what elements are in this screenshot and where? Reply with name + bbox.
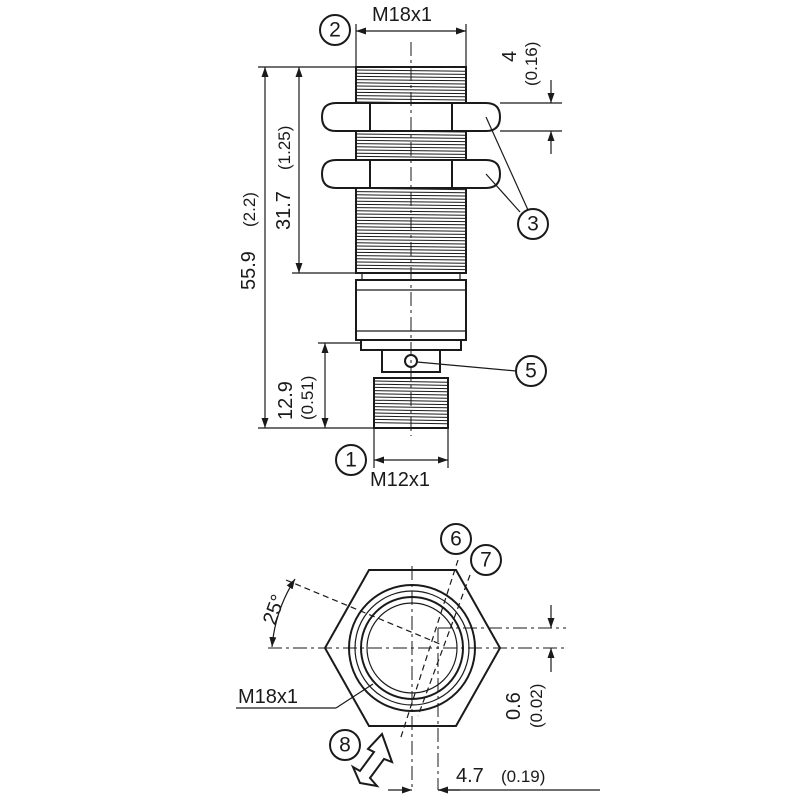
thread-line [356, 255, 466, 258]
label-thread-length-in: (1.25) [275, 126, 294, 170]
label-thread-top: M18x1 [372, 4, 432, 26]
label-nut-gap-in: (0.16) [522, 42, 541, 86]
direction-double-arrow [350, 732, 394, 788]
label-nut-gap-mm: 4 [499, 51, 521, 62]
thread-line [374, 390, 448, 393]
callout-8: 8 [339, 734, 351, 757]
label-thread-bottom: M12x1 [370, 469, 430, 491]
callout-7: 7 [480, 549, 492, 572]
thread-line [356, 139, 466, 143]
thread-line [356, 239, 466, 242]
thread-line [356, 264, 466, 267]
callout-6: 6 [450, 528, 462, 551]
thread-line [374, 380, 448, 383]
label-offset-h-in: (0.19) [501, 767, 545, 786]
thread-line [356, 258, 466, 261]
label-thread-front: M18x1 [238, 686, 298, 708]
label-connector-length-in: (0.51) [298, 376, 317, 420]
label-offset-v-in: (0.02) [527, 684, 546, 728]
label-total-length-mm: 55.9 [238, 251, 260, 290]
thread-line [356, 155, 466, 159]
side-view: M18x1 2 4 (0.16) 3 55.9 (2.2) 31.7 (1.25… [238, 4, 562, 491]
front-view: 25° M18x1 6 7 0.6 (0.02) 4.7 (0.19) 8 [236, 523, 600, 794]
callout-2: 2 [329, 19, 341, 42]
thread-line [356, 88, 466, 91]
thread-line [356, 232, 466, 235]
thread-line [356, 133, 466, 136]
thread-line [374, 415, 448, 418]
callout-1: 1 [345, 449, 357, 472]
thread-line [374, 412, 448, 415]
callout-3: 3 [527, 213, 539, 236]
label-connector-length-mm: 12.9 [275, 381, 297, 420]
label-thread-length-mm: 31.7 [273, 191, 295, 230]
thread-line [374, 383, 448, 386]
label-offset-v-mm: 0.6 [503, 692, 525, 720]
label-total-length-in: (2.2) [240, 192, 259, 227]
thread-line [356, 207, 466, 210]
callout-5: 5 [525, 360, 537, 383]
thread-line [356, 82, 466, 85]
thread-line [356, 213, 466, 216]
thread-line [374, 406, 448, 409]
label-offset-h-mm: 4.7 [456, 765, 484, 787]
